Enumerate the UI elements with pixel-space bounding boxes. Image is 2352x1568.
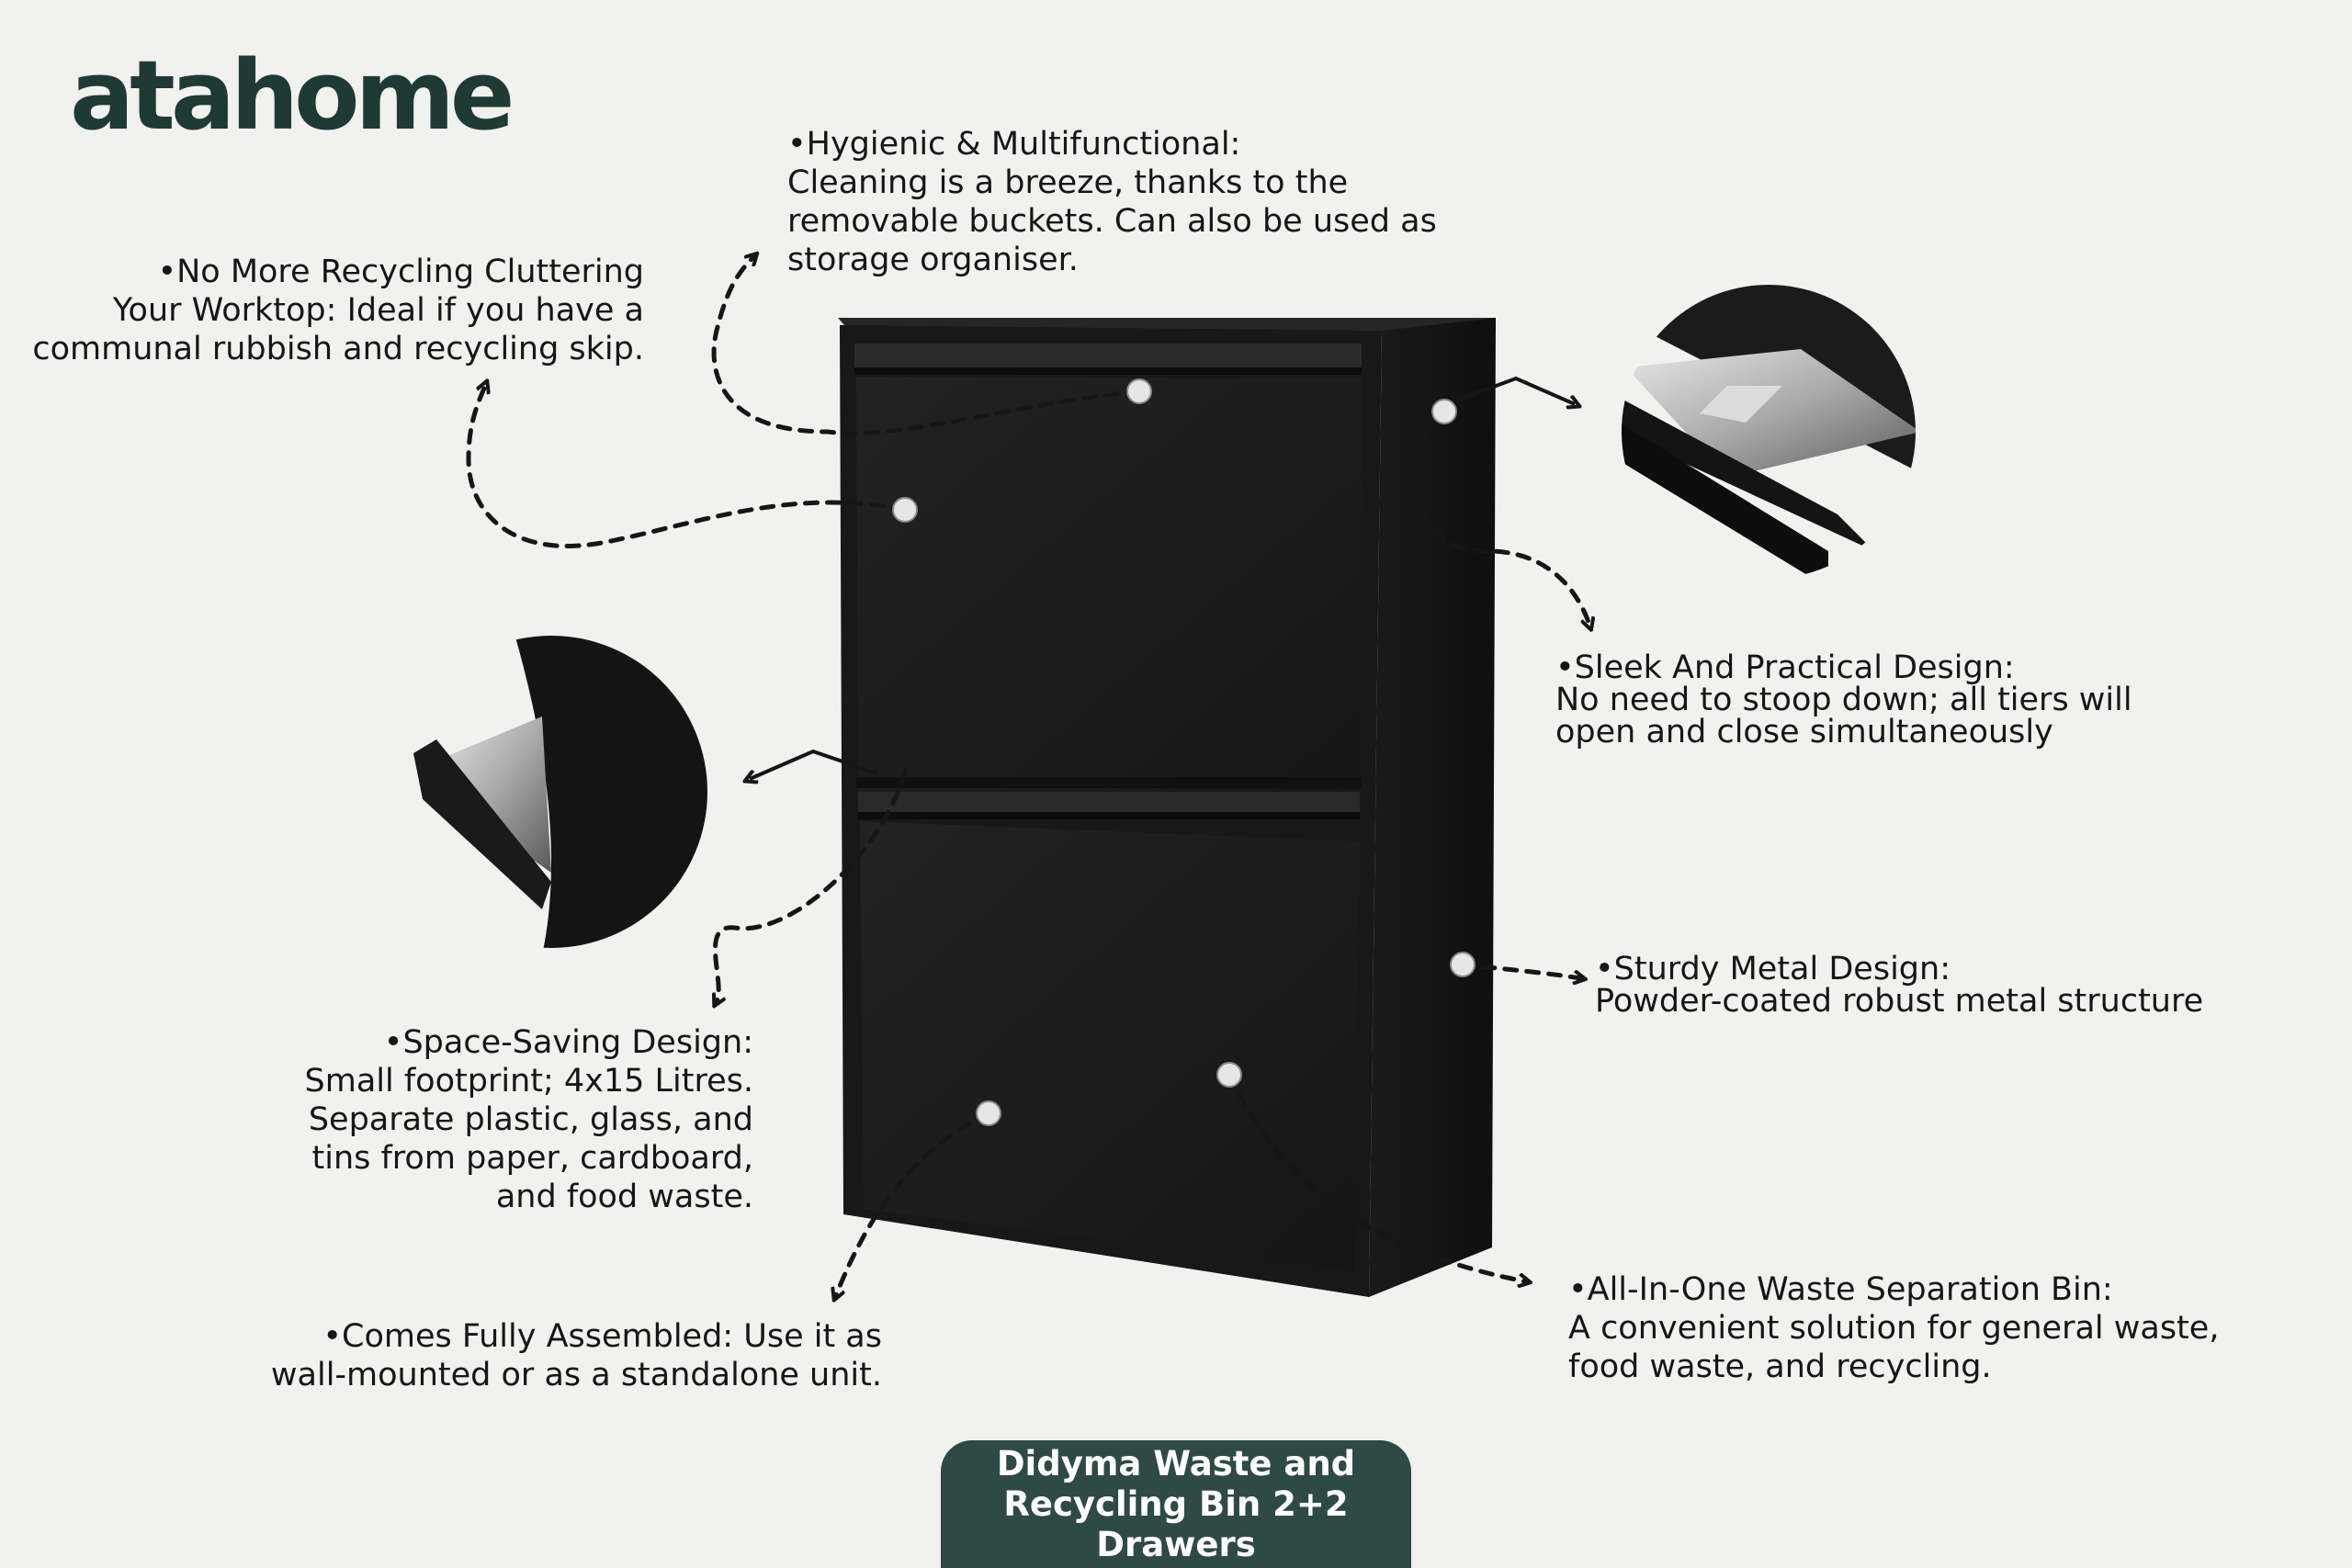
product-title-badge: Didyma Waste and Recycling Bin 2+2 Drawe… [941, 1440, 1411, 1568]
marker-dots [892, 378, 1476, 1126]
marker-dot-icon [1450, 952, 1476, 977]
feature-heading: •Space-Saving Design: [383, 1024, 753, 1061]
cabinet [838, 318, 1496, 1297]
callout-line-all-in-one [1227, 1072, 1525, 1281]
feature-assembled: •Comes Fully Assembled: Use it as wall-m… [184, 1317, 882, 1394]
top-drawer-front [856, 377, 1362, 812]
marker-dot-icon [1431, 399, 1457, 424]
feature-heading: •All-In-One Waste Separation Bin: [1568, 1271, 2113, 1308]
feature-description: wall-mounted or as a standalone unit. [270, 1357, 882, 1393]
callout-line-no-clutter [466, 386, 908, 548]
feature-heading: •No More Recycling Cluttering [157, 254, 644, 290]
brand-logo: atahome [70, 39, 514, 152]
product-title: Didyma Waste and Recycling Bin 2+2 Drawe… [996, 1443, 1356, 1564]
cabinet-side-panel [1369, 318, 1496, 1297]
callout-line-hygienic [711, 257, 1142, 436]
callout-line-assembled [836, 1111, 991, 1295]
feature-description: Powder-coated robust metal structure [1595, 983, 2204, 1020]
callout-line-space-saving [715, 769, 908, 1001]
marker-dot-icon [976, 1100, 1001, 1126]
arrow-icon [750, 749, 878, 779]
feature-description: Cleaning is a breeze, thanks to the remo… [787, 164, 1437, 278]
feature-space-saving: •Space-Saving Design: Small footprint; 4… [257, 1023, 753, 1216]
feature-description: Your Worktop: Ideal if you have a commun… [32, 292, 644, 367]
feature-heading: •Sleek And Practical Design: [1555, 649, 2015, 686]
callout-line-sturdy [1458, 962, 1580, 978]
feature-no-clutter: •No More Recycling Cluttering Your Workt… [6, 253, 644, 368]
marker-dot-icon [1126, 378, 1152, 404]
feature-sturdy: •Sturdy Metal Design: Powder-coated robu… [1595, 953, 2238, 1018]
feature-description: Small footprint; 4x15 Litres. Separate p… [304, 1063, 753, 1215]
arrow-icon [1455, 376, 1575, 404]
feature-all-in-one: •All-In-One Waste Separation Bin: A conv… [1568, 1270, 2248, 1386]
feature-description: No need to stoop down; all tiers will op… [1555, 682, 2132, 750]
feature-hygienic: •Hygienic & Multifunctional: Cleaning is… [787, 125, 1467, 279]
callout-lines [466, 257, 1589, 1295]
feature-heading: •Sturdy Metal Design: [1595, 951, 1951, 987]
drawer-detail-right-image [1622, 285, 1916, 579]
marker-dot-icon [1216, 1062, 1242, 1088]
callout-line-sleek [1412, 409, 1589, 625]
feature-description: A convenient solution for general waste,… [1568, 1310, 2220, 1385]
feature-heading: •Comes Fully Assembled: Use it as [322, 1318, 882, 1355]
drawer-detail-left-image [395, 636, 707, 948]
marker-dot-icon [892, 497, 918, 523]
feature-heading: •Hygienic & Multifunctional: [787, 126, 1241, 163]
feature-sleek: •Sleek And Practical Design: No need to … [1555, 652, 2217, 749]
solid-arrows [750, 376, 1575, 779]
bottom-drawer-front [860, 821, 1360, 1271]
